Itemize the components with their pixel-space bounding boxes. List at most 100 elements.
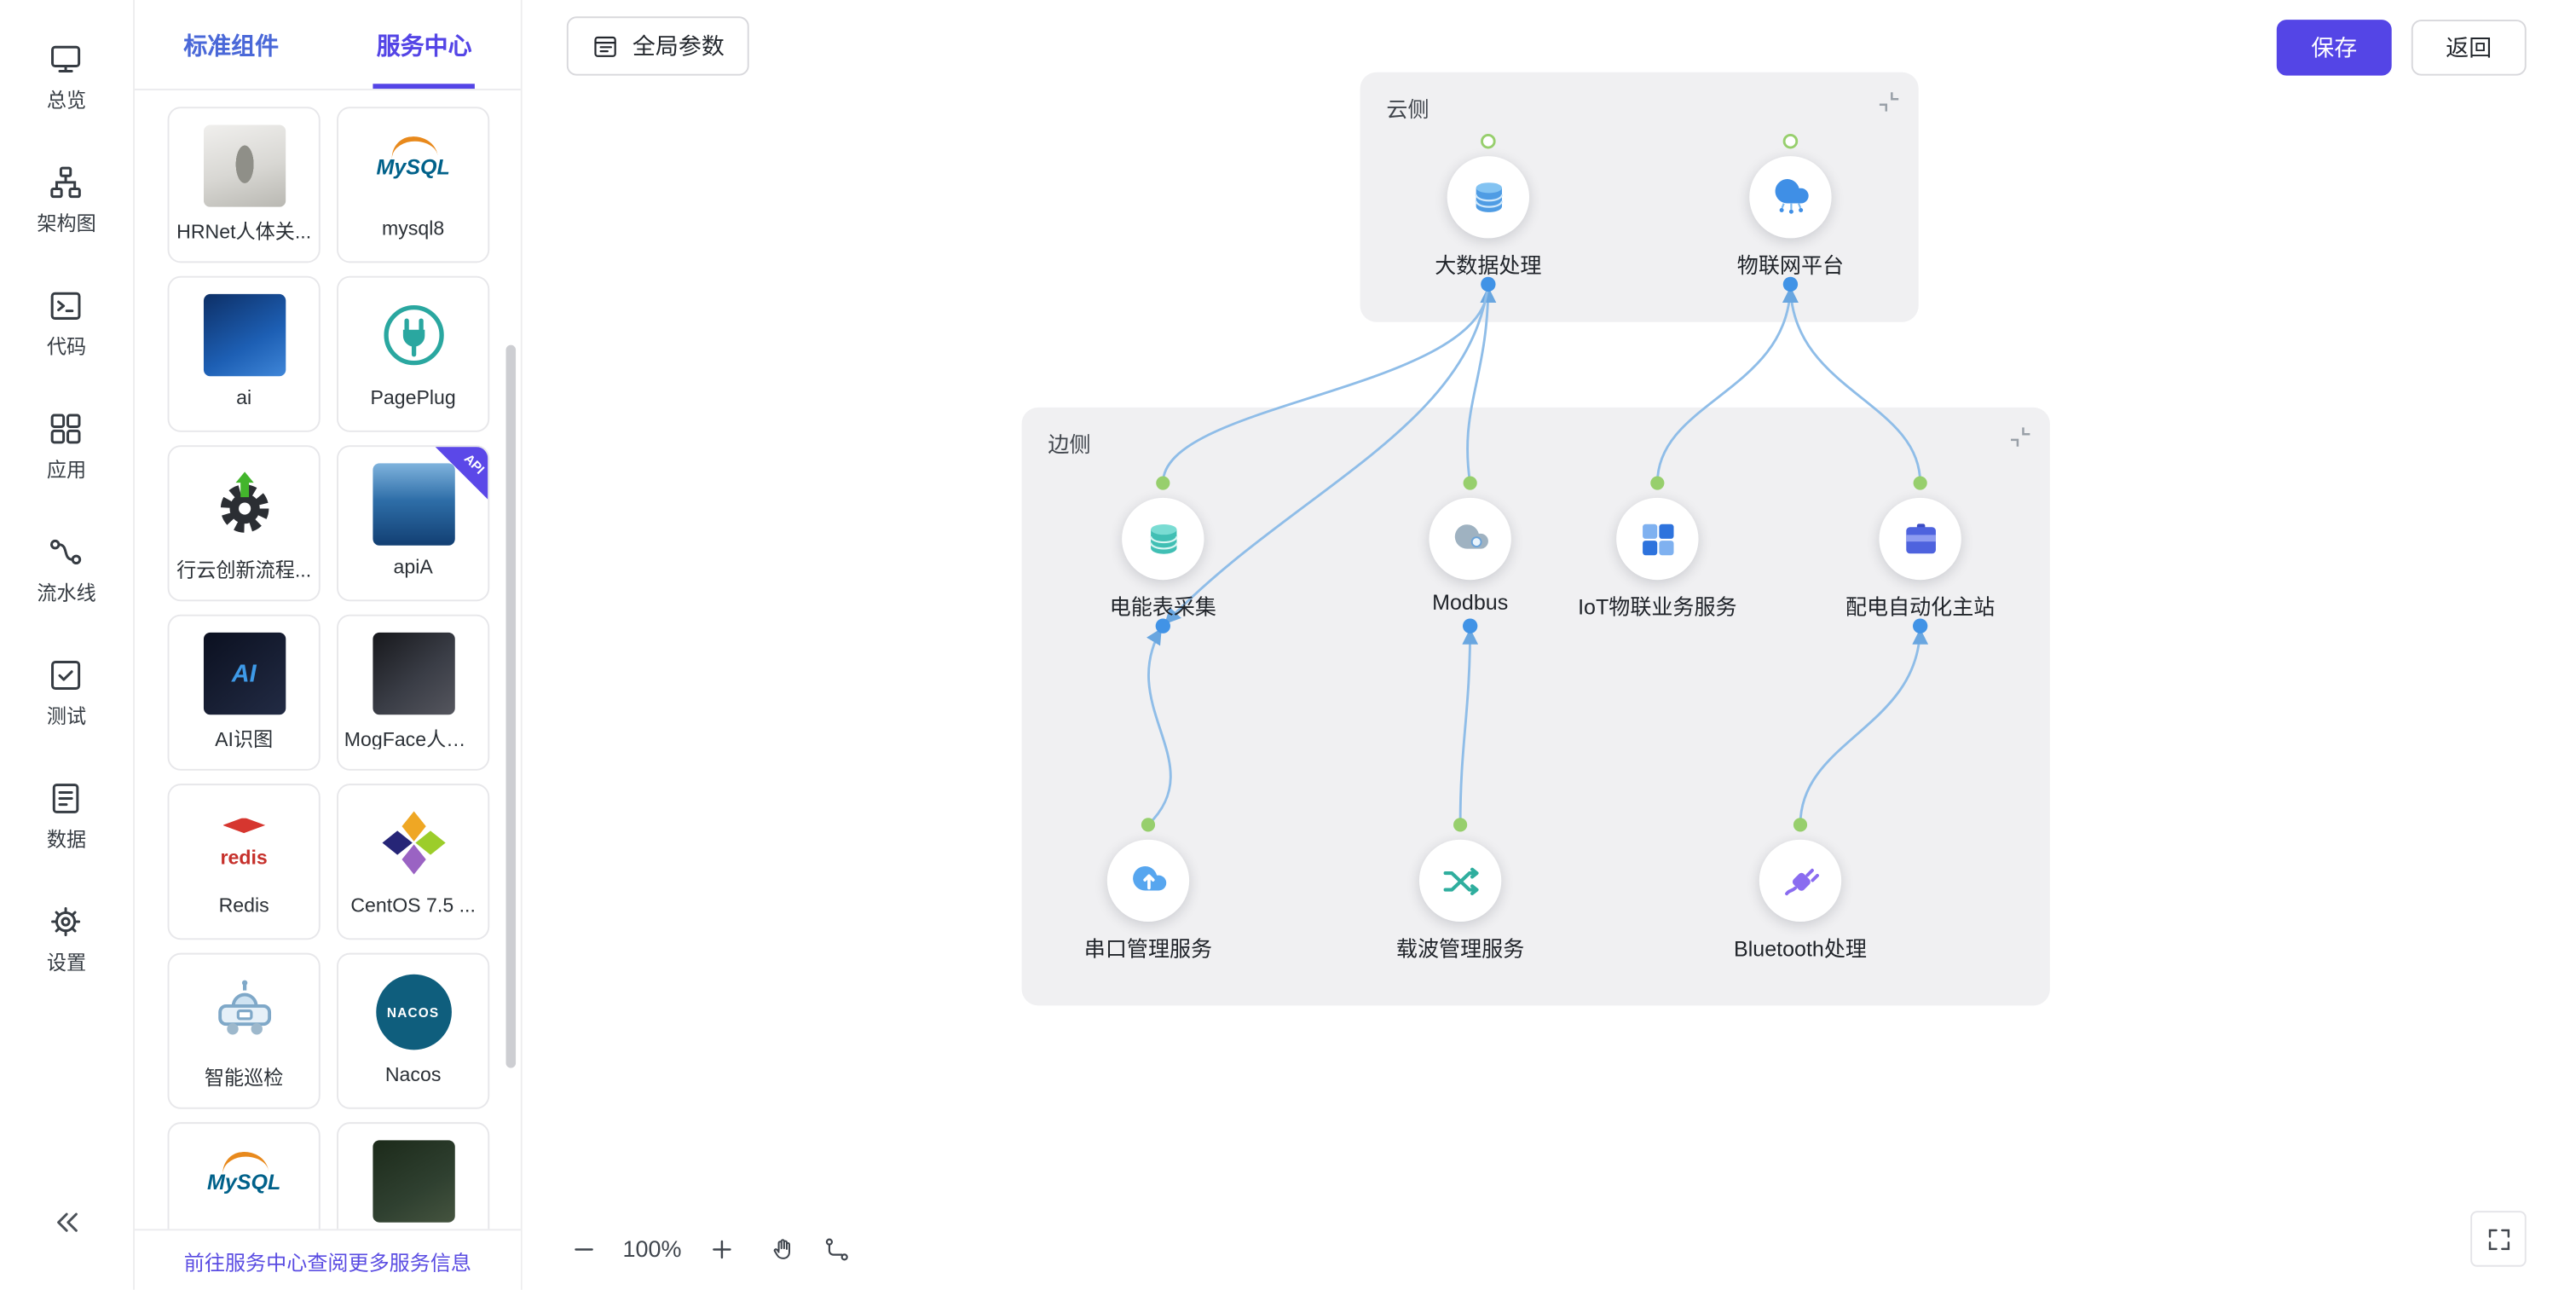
rail-item-label: 总览 [46, 89, 87, 113]
node-peidian[interactable]: 配电自动化主站 [1845, 497, 1995, 619]
port-top-peidian[interactable] [1913, 476, 1927, 490]
port-top-iotplat[interactable] [1782, 133, 1799, 149]
connector-icon [822, 1235, 850, 1263]
global-params-button[interactable]: 全局参数 [566, 16, 749, 76]
port-bottom-iotplat[interactable] [1782, 276, 1799, 292]
port-bottom-modbus[interactable] [1462, 618, 1478, 633]
rail-item-data[interactable]: 数据 [37, 766, 95, 867]
node-circle[interactable] [1879, 497, 1961, 581]
node-carrier[interactable]: 载波管理服务 [1396, 839, 1524, 961]
photo-hrnet-thumbnail [202, 124, 286, 207]
tab-standard[interactable]: 标准组件 [135, 0, 327, 89]
node-iotbiz[interactable]: IoT物联业务服务 [1578, 497, 1737, 619]
rail-item-architecture[interactable]: 架构图 [37, 149, 96, 251]
tab-label: 服务中心 [373, 0, 476, 90]
node-label: 电能表采集 [1109, 594, 1216, 620]
service-card[interactable]: ai [167, 275, 321, 432]
service-card[interactable]: redis Redis [167, 784, 321, 940]
logo-text: MySQL [376, 153, 450, 179]
rail-item-code[interactable]: 代码 [37, 273, 95, 374]
service-card[interactable]: AI AI识图 [167, 614, 321, 771]
service-card[interactable]: MySQL [167, 1122, 321, 1229]
card-label: PagePlug [370, 385, 456, 409]
shuffle-icon [1438, 859, 1482, 903]
node-meter[interactable]: 电能表采集 [1110, 497, 1216, 619]
port-top-modbus[interactable] [1463, 476, 1477, 490]
tab-service[interactable]: 服务中心 [327, 0, 520, 90]
service-card[interactable]: CentOS 7.5 ... [337, 784, 490, 940]
service-card[interactable] [337, 1122, 490, 1229]
rail-item-gear[interactable]: 设置 [37, 889, 95, 991]
panel-footer: 前往服务中心查阅更多服务信息 [135, 1229, 521, 1290]
card-icon-box [202, 122, 286, 211]
back-button[interactable]: 返回 [2411, 20, 2527, 76]
service-center-link[interactable]: 前往服务中心查阅更多服务信息 [183, 1251, 472, 1275]
service-card[interactable]: NACOS Nacos [337, 952, 490, 1109]
zoom-out-button[interactable] [567, 1232, 600, 1265]
node-circle[interactable] [1429, 497, 1511, 581]
photo-sea-thumbnail [372, 463, 454, 546]
pan-tool-button[interactable] [765, 1232, 799, 1265]
node-bigdata[interactable]: 大数据处理 [1435, 156, 1542, 278]
monitor-icon [49, 41, 84, 77]
rail-item-pipeline[interactable]: 流水线 [37, 519, 96, 621]
fullscreen-button[interactable] [2470, 1211, 2527, 1267]
rail-item-label: 流水线 [37, 581, 96, 605]
test-icon [49, 657, 84, 693]
node-circle[interactable] [1418, 839, 1502, 923]
rail-item-monitor[interactable]: 总览 [37, 26, 95, 128]
collapse-group-icon[interactable] [2009, 425, 2032, 448]
node-modbus[interactable]: Modbus [1429, 497, 1511, 615]
service-card[interactable]: HRNet人体关... [167, 107, 321, 263]
apps-icon [49, 411, 84, 447]
panel-scrollbar[interactable] [505, 344, 517, 1068]
rail-item-label: 测试 [46, 704, 87, 728]
card-label: Nacos [384, 1062, 442, 1086]
port-top-meter[interactable] [1156, 476, 1170, 490]
node-circle[interactable] [1122, 497, 1204, 581]
node-label: 配电自动化主站 [1845, 594, 1996, 620]
port-bottom-meter[interactable] [1155, 618, 1170, 633]
collapse-group-icon[interactable] [1878, 90, 1901, 113]
node-circle[interactable] [1106, 839, 1190, 923]
service-card[interactable]: MogFace人脸... [337, 614, 490, 771]
node-circle[interactable] [1447, 156, 1530, 239]
service-card[interactable]: 行云创新流程... [167, 445, 321, 602]
service-card[interactable]: API apiA [337, 445, 490, 602]
port-bottom-peidian[interactable] [1912, 618, 1928, 633]
rail-item-test[interactable]: 测试 [37, 642, 95, 743]
code-icon [49, 287, 84, 323]
save-button[interactable]: 保存 [2276, 20, 2392, 76]
pageplug-icon [377, 299, 449, 372]
service-card[interactable]: 智能巡检 [167, 952, 321, 1109]
node-bluetooth[interactable]: Bluetooth处理 [1734, 839, 1867, 961]
collapse-rail-button[interactable] [50, 1206, 84, 1247]
service-card-grid: HRNet人体关... MySQL mysql8 ai PagePlug 行云创… [167, 107, 521, 1229]
port-top-iotbiz[interactable] [1650, 476, 1665, 490]
port-top-carrier[interactable] [1453, 818, 1468, 832]
port-top-bluetooth[interactable] [1793, 818, 1808, 832]
panel-tabs: 标准组件 服务中心 [135, 0, 521, 90]
node-circle[interactable] [1759, 839, 1842, 923]
node-circle[interactable] [1616, 497, 1699, 581]
port-top-bigdata[interactable] [1481, 133, 1496, 149]
logo-text: AI [231, 659, 257, 688]
card-icon-box: MySQL [372, 122, 453, 211]
card-icon-box [372, 1137, 454, 1225]
port-top-serial[interactable] [1141, 818, 1156, 832]
node-serial[interactable]: 串口管理服务 [1084, 839, 1212, 961]
plus-icon [708, 1235, 736, 1263]
rail-item-apps[interactable]: 应用 [37, 396, 95, 497]
diagram-canvas[interactable]: 云侧 边侧 大数据处理 物联网平台 [522, 0, 2576, 1290]
node-iotplat[interactable]: 物联网平台 [1737, 156, 1844, 278]
port-bottom-bigdata[interactable] [1481, 276, 1496, 292]
service-card[interactable]: MySQL mysql8 [337, 107, 490, 263]
zoom-level: 100% [622, 1235, 682, 1262]
card-label: 智能巡检 [204, 1066, 284, 1088]
node-circle[interactable] [1749, 156, 1832, 239]
service-card[interactable]: PagePlug [337, 275, 490, 432]
connect-tool-button[interactable] [820, 1232, 853, 1265]
global-params-label: 全局参数 [632, 32, 725, 60]
zoom-in-button[interactable] [705, 1232, 738, 1265]
node-label: 大数据处理 [1435, 252, 1542, 278]
